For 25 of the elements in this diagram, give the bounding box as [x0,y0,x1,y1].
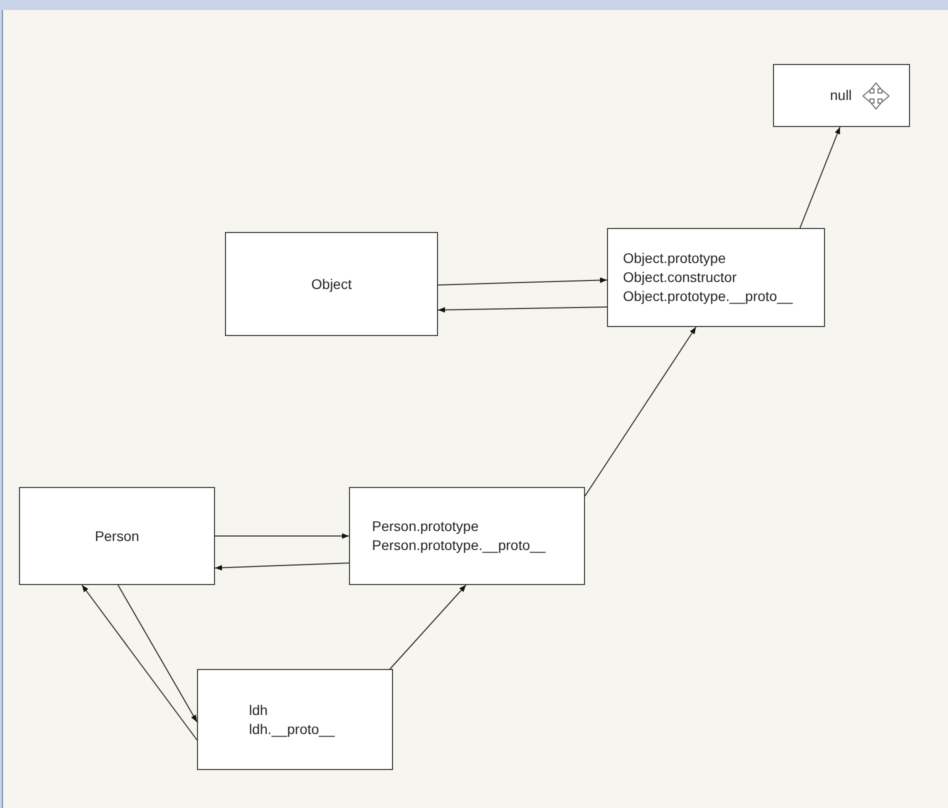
arrow [390,584,466,670]
property-label: Object.prototype [623,249,726,268]
property-label: Object.prototype.__proto__ [623,287,793,306]
property-label: Object [311,274,352,294]
arrow [584,326,696,496]
object-box [197,669,393,770]
arrow [214,533,350,539]
object-box [349,487,585,585]
object-box [607,228,825,327]
property-label: Object.constructor [623,268,737,287]
object-box [19,487,215,585]
arrow [118,584,198,722]
object-box [773,64,910,127]
object-box [225,232,438,336]
property-label: Person.prototype.__proto__ [372,536,546,555]
property-label: Person.prototype [372,517,479,536]
arrow [214,562,350,571]
property-label: Person [94,526,140,546]
arrow [800,126,840,228]
property-label: ldh [249,700,268,720]
arrow [438,277,608,286]
arrow [438,306,608,313]
arrow [82,584,198,740]
property-label: ldh.__proto__ [249,720,335,738]
property-label: null [830,86,852,105]
